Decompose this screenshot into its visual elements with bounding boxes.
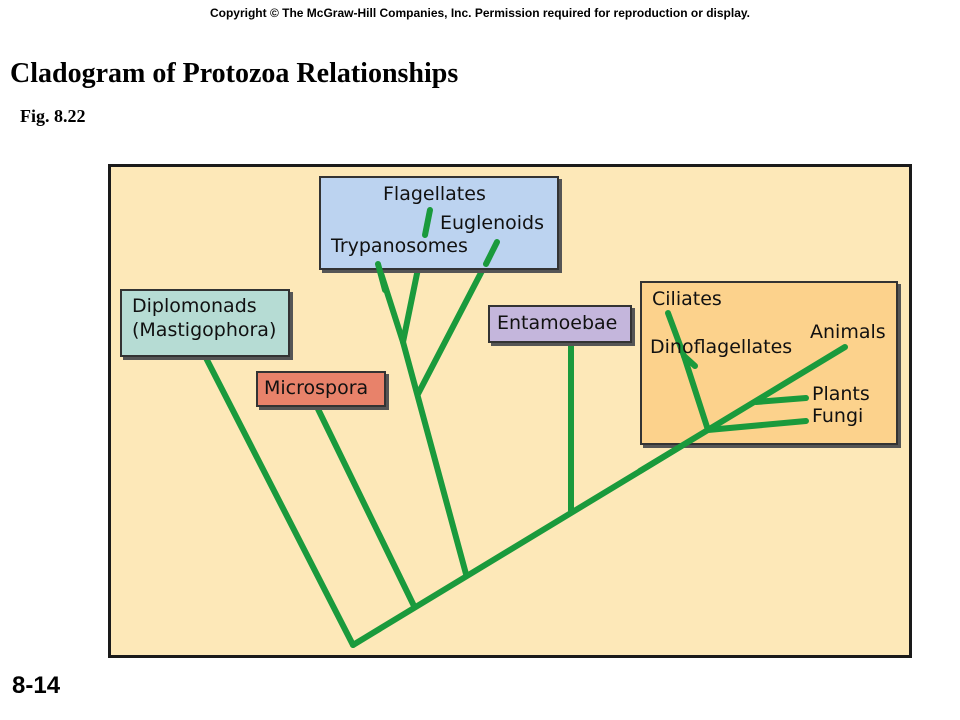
label-trypanosomes: Trypanosomes	[331, 235, 468, 257]
crown-group-box	[640, 281, 898, 445]
branch-flagellates-stem	[400, 339, 469, 577]
figure-label: Fig. 8.22	[20, 106, 86, 126]
flagellates-box	[319, 176, 559, 270]
label-euglenoids: Euglenoids	[440, 212, 544, 234]
label-animals: Animals	[810, 321, 886, 343]
label-microspora: Microspora	[264, 377, 369, 399]
branch-dinoflagellates-top	[681, 353, 698, 369]
branch-trypanosomes-top	[375, 261, 388, 293]
label-plants: Plants	[812, 383, 870, 405]
branch-ciliates-dinoflagellates-top	[681, 353, 711, 433]
label-ciliates: Ciliates	[652, 288, 722, 310]
label-flagellates: Flagellates	[383, 183, 486, 205]
branch-fungi-top	[705, 418, 809, 433]
slide-number: 8-14	[12, 672, 61, 699]
entamoebae-box	[488, 305, 632, 343]
page-title: Cladogram of Protozoa Relationships	[10, 58, 459, 89]
microspora-box	[256, 371, 386, 407]
copyright-notice: Copyright © The McGraw-Hill Companies, I…	[209, 6, 751, 20]
label-diplomonads: Diplomonads	[132, 295, 257, 317]
label-dinoflagellates: Dinoflagellates	[650, 336, 793, 358]
branch-crown-trunk	[637, 344, 848, 474]
label-fungi: Fungi	[812, 405, 864, 427]
branch-euglenoids-top	[483, 239, 500, 267]
branch-ciliates-top	[665, 310, 687, 359]
branch-flagellates-title-top	[422, 207, 433, 238]
branch-microspora	[315, 406, 417, 609]
branch-plants-top	[753, 395, 809, 405]
label-entamoebae: Entamoebae	[497, 312, 618, 334]
label-mastigophora: (Mastigophora)	[132, 319, 277, 341]
branch-diplomonads	[202, 353, 356, 648]
diplomonads-box	[120, 289, 290, 357]
